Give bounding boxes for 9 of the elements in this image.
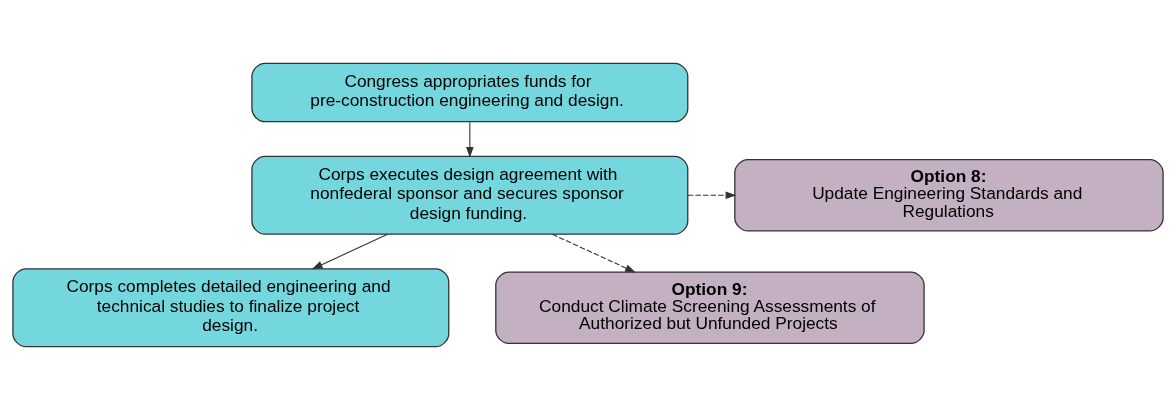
node-box: Option 9: Conduct Climate Screening Assessments of Authorized but Unfunded Projects bbox=[495, 270, 925, 344]
node-box: Corps completes detailed engineering and technical studies to finalize project design. bbox=[12, 267, 450, 347]
arrow bbox=[466, 121, 474, 158]
arrow bbox=[311, 233, 389, 269]
node-box: Congress appropriates funds for pre-construction engineering and design. bbox=[251, 62, 689, 122]
arrow bbox=[551, 233, 636, 273]
node-box: Option 8: Update Engineering Standards and Regulations bbox=[734, 158, 1164, 232]
arrow bbox=[687, 190, 737, 199]
node-box: Corps executes design agreement with nonfederal sponsor and secures sponsor design funding. bbox=[251, 155, 689, 235]
